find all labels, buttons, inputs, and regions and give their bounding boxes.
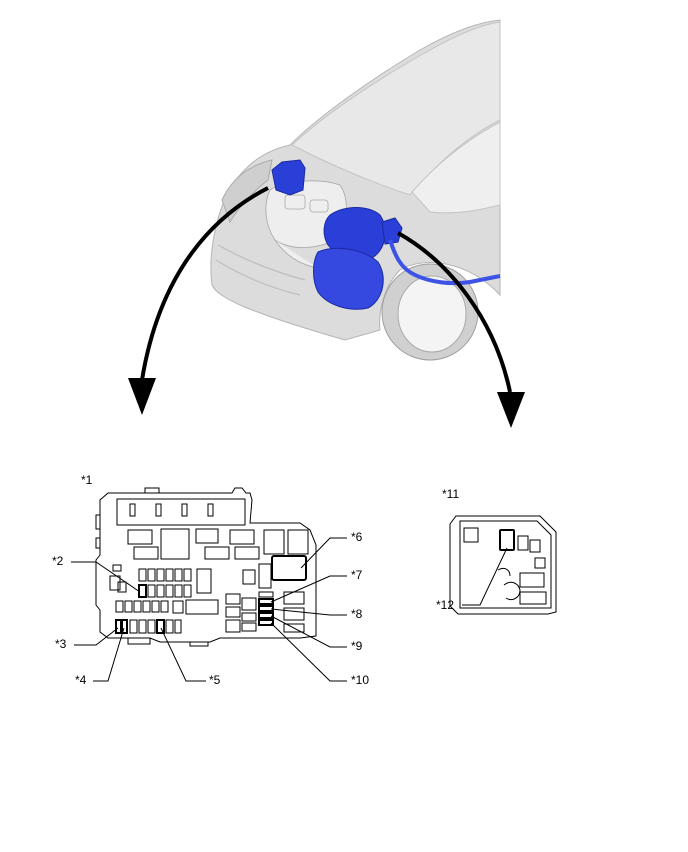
callout-labels: *1 *2 *3 *4 *5 *6 *7 *8 *9 *10 *11 *12 bbox=[52, 473, 459, 687]
relay-block-housing bbox=[95, 487, 317, 643]
callout-4: *4 bbox=[75, 673, 87, 687]
transaxle-unit bbox=[313, 247, 384, 310]
leader-line-right bbox=[462, 547, 508, 606]
leader-lines-left bbox=[71, 537, 347, 682]
relay-block-item-8 bbox=[258, 605, 274, 612]
vehicle-grille bbox=[215, 244, 306, 296]
callout-1: *1 bbox=[81, 473, 93, 487]
curved-arrow-down-icon bbox=[140, 186, 269, 381]
callout-5: *5 bbox=[209, 673, 221, 687]
engine-room-relay-block bbox=[271, 159, 306, 196]
vehicle-headlight bbox=[221, 159, 273, 224]
relay-block-item-10 bbox=[258, 619, 274, 626]
curved-arrow-down-icon bbox=[397, 231, 512, 393]
junction-block-housing bbox=[449, 515, 557, 615]
callout-12: *12 bbox=[436, 598, 454, 612]
junction-block-item-12 bbox=[499, 529, 515, 551]
relay-block-left bbox=[95, 487, 317, 647]
hybrid-cable bbox=[388, 239, 501, 286]
callout-11: *11 bbox=[442, 487, 459, 501]
relay-block-item-4 bbox=[121, 619, 128, 634]
callout-8: *8 bbox=[351, 607, 363, 621]
callout-10: *10 bbox=[351, 673, 369, 687]
relay-block-item-9 bbox=[258, 612, 274, 619]
vehicle-hood bbox=[291, 21, 501, 196]
callout-7: *7 bbox=[351, 568, 363, 582]
vehicle-windshield bbox=[411, 121, 501, 214]
callout-2: *2 bbox=[52, 554, 64, 568]
relay-block-item-3 bbox=[115, 619, 122, 634]
vehicle-illustration bbox=[210, 19, 501, 361]
junction-block-right bbox=[449, 515, 557, 615]
callout-6: *6 bbox=[351, 530, 363, 544]
callout-3: *3 bbox=[55, 637, 67, 651]
curved-arrow-right bbox=[397, 231, 525, 428]
relay-block-item-6 bbox=[271, 555, 307, 581]
callout-9: *9 bbox=[351, 639, 363, 653]
curved-arrow-left bbox=[128, 186, 269, 415]
vehicle-front-wheel bbox=[381, 263, 479, 361]
relay-block-item-5 bbox=[156, 619, 165, 634]
